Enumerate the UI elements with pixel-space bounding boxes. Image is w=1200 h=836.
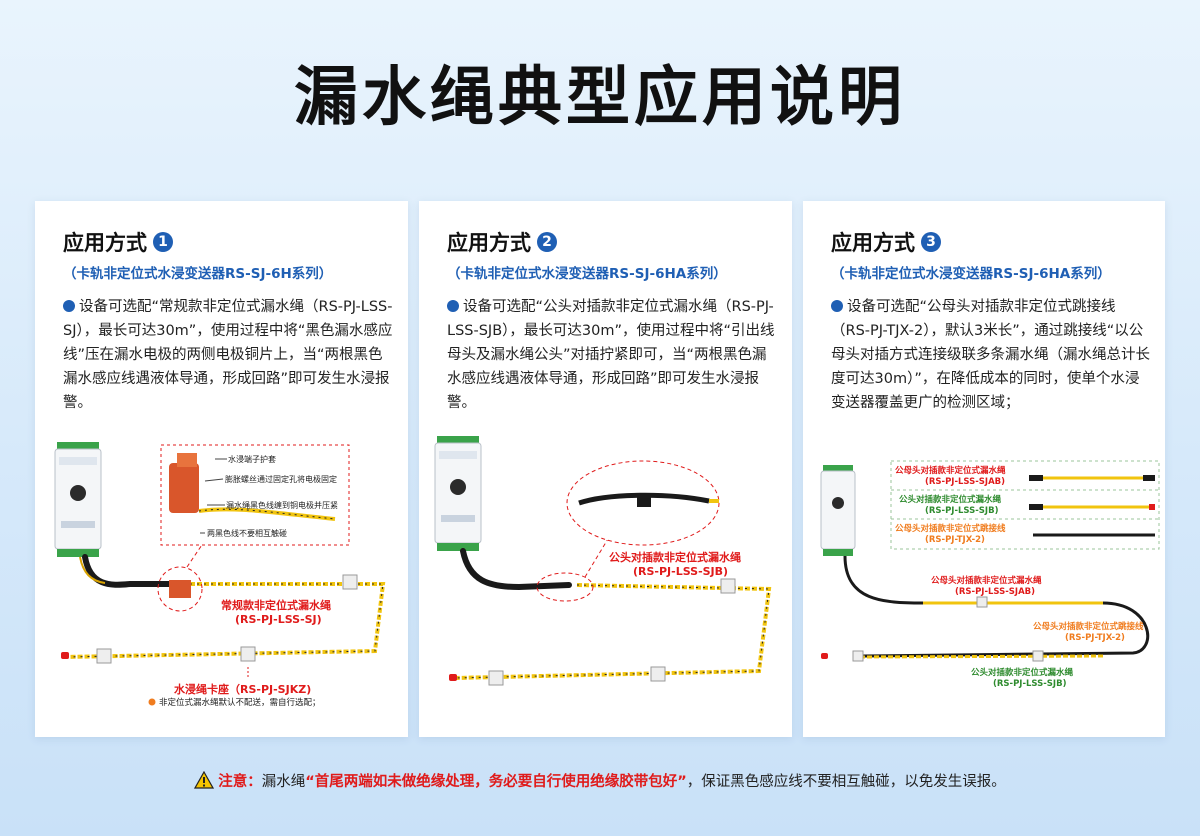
card-heading-text: 应用方式 [831,231,915,255]
callout-label-terminal-cover: 水浸端子护套 [228,454,276,464]
rope-label: 公头对插款非定位式漏水绳 [609,550,741,564]
card-description-text: 设备可选配“公母头对插款非定位式跳接线（RS-PJ-TJX-2），默认3米长”，… [831,299,1150,411]
clip-note: 非定位式漏水绳默认不配送，需自行选配； [159,697,321,708]
legend-code-1: (RS-PJ-LSS-SJAB) [925,477,1005,487]
bullet-dot-icon [63,300,75,312]
legend-label-2: 公头对插款非定位式漏水绳 [899,494,1002,505]
card-subtitle: （卡轨非定位式水浸变送器RS-SJ-6HA系列） [447,266,727,282]
bullet-dot-icon [447,300,459,312]
callout-label-wire-wrap: 漏水绳黑色线缠到铜电极并压紧 [226,500,338,510]
notice-pre: 漏水绳 [261,774,306,790]
transmitter-device-icon [54,442,102,557]
number-badge: 1 [153,232,173,252]
bullet-dot-icon [831,300,843,312]
notice-label: 注意： [218,774,262,790]
notice-post: ，保证黑色感应线不要相互触碰，以免发生误报。 [686,774,1006,790]
rope-code: (RS-PJ-LSS-SJB) [633,565,728,578]
card-heading: 应用方式 2 [447,227,557,257]
card-application-3: 应用方式 3 （卡轨非定位式水浸变送器RS-SJ-6HA系列） 设备可选配“公母… [803,201,1165,737]
diagram-code-tjx: (RS-PJ-TJX-2) [1065,633,1125,643]
legend-code-3: (RS-PJ-TJX-2) [925,535,985,545]
transmitter-device-icon [820,465,856,556]
diagram-label-sjab: 公母头对插款非定位式漏水绳 [931,575,1042,586]
callout-label-no-touch: 两黑色线不要相互触碰 [207,528,287,538]
legend-label-1: 公母头对插款非定位式漏水绳 [895,465,1006,476]
transmitter-device-icon [434,436,482,551]
card-heading: 应用方式 3 [831,227,941,257]
diagram-code-sjab: (RS-PJ-LSS-SJAB) [955,587,1035,597]
warning-notice: 注意：漏水绳“首尾两端如未做绝缘处理，务必要自行使用绝缘胶带包好”，保证黑色感应… [0,770,1200,791]
card-description: 设备可选配“常规款非定位式漏水绳（RS-PJ-LSS-SJ），最长可达30m”，… [63,295,393,415]
number-badge: 2 [537,232,557,252]
card-description-text: 设备可选配“常规款非定位式漏水绳（RS-PJ-LSS-SJ），最长可达30m”，… [63,299,393,411]
diagram-code-sjb: (RS-PJ-LSS-SJB) [993,679,1067,689]
card-description: 设备可选配“公母头对插款非定位式跳接线（RS-PJ-TJX-2），默认3米长”，… [831,295,1151,415]
note-dot-icon [148,698,156,706]
card-description-text: 设备可选配“公头对插款非定位式漏水绳（RS-PJ-LSS-SJB），最长可达30… [447,299,775,411]
rope-label: 常规款非定位式漏水绳 [221,598,331,612]
card-subtitle: （卡轨非定位式水浸变送器RS-SJ-6H系列） [63,266,333,282]
page-title: 漏水绳典型应用说明 [294,61,906,135]
warning-icon [194,770,215,789]
illustration-card-1: 水浸端子护套 膨胀螺丝通过固定孔将电极固定 漏水绳黑色线缠到铜电极并压紧 两黑色… [54,442,386,708]
rope-code: (RS-PJ-LSS-SJ) [235,613,322,626]
card-description: 设备可选配“公头对插款非定位式漏水绳（RS-PJ-LSS-SJB），最长可达30… [447,295,777,415]
diagram-label-tjx: 公母头对插款非定位式跳接线 [1033,621,1144,632]
card-heading-text: 应用方式 [447,231,531,255]
legend-code-2: (RS-PJ-LSS-SJB) [925,506,999,516]
card-application-1: 应用方式 1 （卡轨非定位式水浸变送器RS-SJ-6H系列） 设备可选配“常规款… [35,201,408,737]
illustration-card-3: 公母头对插款非定位式漏水绳 (RS-PJ-LSS-SJAB) 公头对插款非定位式… [820,460,1160,689]
illustration-card-2: 公头对插款非定位式漏水绳 (RS-PJ-LSS-SJB) [434,436,772,686]
legend-label-3: 公母头对插款非定位式跳接线 [895,523,1006,534]
diagram-label-sjb: 公头对插款非定位式漏水绳 [971,667,1074,678]
card-heading: 应用方式 1 [63,227,173,257]
notice-highlight: “首尾两端如未做绝缘处理，务必要自行使用绝缘胶带包好” [305,774,687,790]
number-badge: 3 [921,232,941,252]
card-application-2: 应用方式 2 （卡轨非定位式水浸变送器RS-SJ-6HA系列） 设备可选配“公头… [419,201,792,737]
card-heading-text: 应用方式 [63,231,147,255]
card-subtitle: （卡轨非定位式水浸变送器RS-SJ-6HA系列） [831,266,1111,282]
callout-label-screw-fix: 膨胀螺丝通过固定孔将电极固定 [225,474,337,484]
clip-label: 水浸绳卡座（RS-PJ-SJKZ) [174,682,311,696]
